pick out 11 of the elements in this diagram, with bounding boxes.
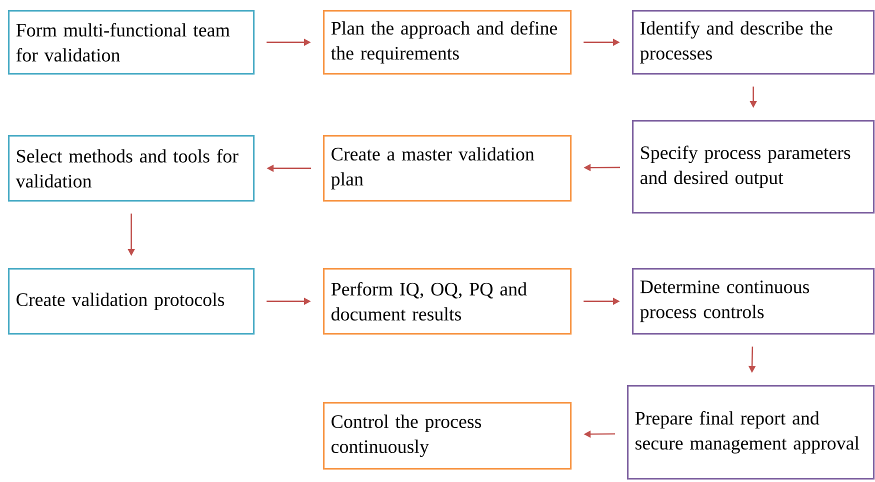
process-box: Create a master validation plan bbox=[323, 135, 572, 202]
process-box: Specify process parameters and desired output bbox=[632, 120, 875, 214]
process-box: Create validation protocols bbox=[8, 268, 255, 335]
process-box: Perform IQ, OQ, PQ and document results bbox=[323, 268, 572, 335]
process-box: Plan the approach and define the requirements bbox=[323, 10, 572, 75]
process-box: Identify and describe the processes bbox=[632, 10, 875, 75]
process-box: Form multi-functional team for validation bbox=[8, 10, 255, 75]
process-box: Control the process continuously bbox=[323, 402, 572, 470]
process-box: Determine continuous process controls bbox=[632, 268, 875, 335]
process-box: Select methods and tools for validation bbox=[8, 135, 255, 202]
process-box: Prepare final report and secure management approval bbox=[627, 385, 875, 480]
